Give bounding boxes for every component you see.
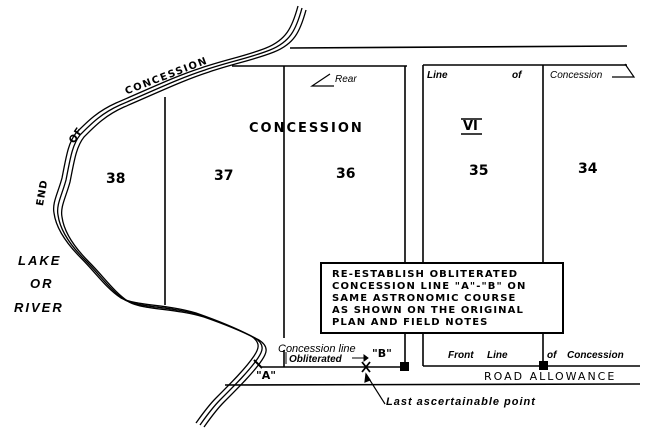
point-b-label: "B" xyxy=(372,347,392,360)
water-label-river: RIVER xyxy=(14,300,64,315)
note-line-5: PLAN AND FIELD NOTES xyxy=(332,317,489,328)
lot-37: 37 xyxy=(214,168,234,184)
monument-square-right xyxy=(539,361,548,370)
rear-line-arrow-right xyxy=(612,63,636,78)
point-a-marker xyxy=(253,359,263,369)
front-label: Front xyxy=(448,350,474,361)
front-concession-label: Concession xyxy=(567,350,624,361)
obliterated-line1: Concession line xyxy=(278,343,356,355)
lot-35: 35 xyxy=(469,163,489,179)
obliterated-arrow xyxy=(285,352,369,364)
concession-lines xyxy=(164,45,641,386)
obliterated-line2: Obliterated xyxy=(289,354,342,365)
front-line-label: Line xyxy=(487,350,508,361)
rear-line-label: Line xyxy=(427,70,448,81)
road-allowance-label: ROAD ALLOWANCE xyxy=(484,370,617,383)
concession-title: CONCESSION xyxy=(249,121,364,136)
rear-concession-label: Concession xyxy=(550,70,603,81)
shoreline xyxy=(52,5,307,428)
lot-36: 36 xyxy=(336,166,356,182)
rear-of-label: of xyxy=(512,70,522,81)
front-of-label: of xyxy=(547,350,557,361)
last-point-label: Last ascertainable point xyxy=(386,396,536,408)
note-line-2: CONCESSION LINE "A"-"B" ON xyxy=(332,281,527,292)
point-b-x-mark xyxy=(361,361,371,373)
rear-line-arrow-left xyxy=(310,73,334,87)
lot-38: 38 xyxy=(106,171,126,187)
instruction-note: RE-ESTABLISH OBLITERATED CONCESSION LINE… xyxy=(320,262,564,334)
lot-34: 34 xyxy=(578,161,598,177)
water-label-lake: LAKE xyxy=(18,253,62,268)
concession-number: VI xyxy=(463,119,478,134)
note-line-1: RE-ESTABLISH OBLITERATED xyxy=(332,269,519,280)
note-line-3: SAME ASTRONOMIC COURSE xyxy=(332,293,517,304)
rear-label: Rear xyxy=(335,74,357,85)
note-line-4: AS SHOWN ON THE ORIGINAL xyxy=(332,305,524,316)
point-a-label: "A" xyxy=(256,369,276,382)
monument-square-left xyxy=(400,362,409,371)
water-label-or: OR xyxy=(30,276,54,291)
leader-arrow xyxy=(364,372,386,405)
